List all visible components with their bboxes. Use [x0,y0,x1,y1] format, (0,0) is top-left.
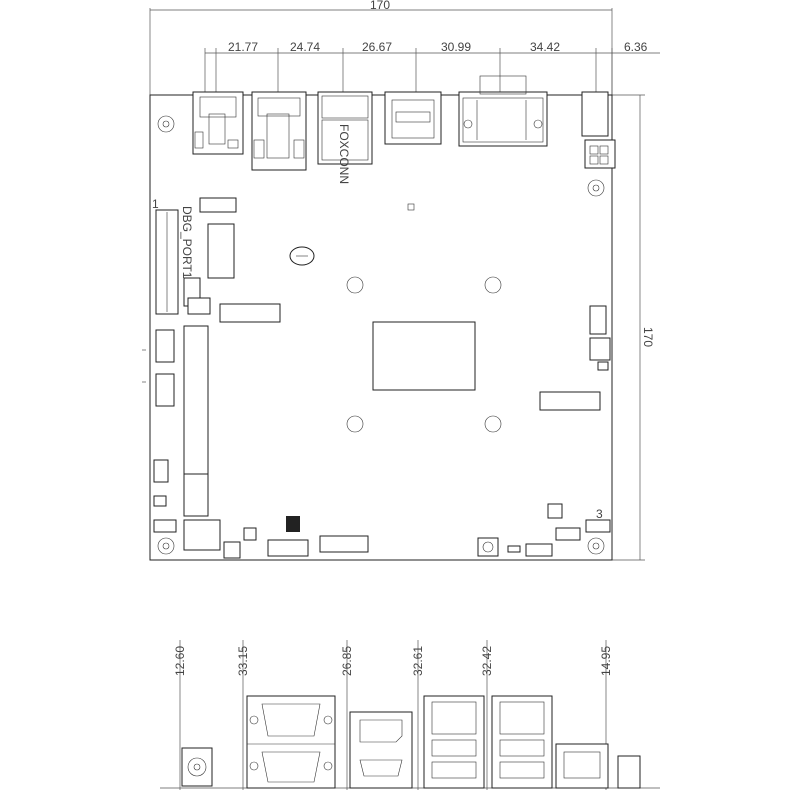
io-lan-usb-2 [491,695,553,789]
heatsink-hole-3 [346,415,364,433]
mount-symbol-br [587,537,605,555]
small-component [407,203,415,211]
spacing-1: 21.77 [228,40,258,54]
io-dc-jack [181,747,213,787]
gpio-long-header [183,325,209,475]
width-label: 170 [370,0,390,12]
small-header-top [199,197,237,213]
power-button [477,537,499,557]
io-com-ports [246,695,336,789]
io-height-1: 12.60 [173,646,187,676]
header-right-2 [589,337,611,361]
front-panel-header [319,535,369,553]
height-dimension: 170 [612,94,655,561]
sata-connector [267,539,309,557]
height-label: 170 [641,327,655,347]
io-right-jack [617,755,641,789]
io-height-5: 32.42 [480,646,494,676]
fan-header-1 [525,543,553,557]
heatsink-hole-2 [484,276,502,294]
spacing-2: 24.74 [290,40,320,54]
hdmi-dp-block: FOXCONN [317,91,373,184]
dbg-port-label: DBG_PORT1 [180,206,194,279]
bottom-chip [286,516,300,532]
fan-header-3 [585,519,611,533]
connector-brand: FOXCONN [337,124,351,184]
m2-socket-horizontal [219,303,281,323]
width-dimension: 170 [149,0,613,95]
bottom-small-connector [243,527,257,541]
io-height-2: 33.15 [236,646,250,676]
m2-socket-vertical [207,223,235,279]
small-headers-left [153,459,221,551]
header-right-3 [597,361,609,371]
side-connectors [142,329,175,407]
mount-symbol-bl [157,537,175,555]
battery-holder [289,246,315,266]
io-lan-usb-1 [423,695,485,789]
dbg-port-header: DBG_PORT1 1 [152,197,194,315]
heatsink-hole-4 [484,415,502,433]
io-height-3: 26.85 [340,646,354,676]
pin-one-label: 1 [152,197,159,211]
heatsink-hole-1 [346,276,364,294]
fan-pin-label: 3 [596,507,603,521]
m2-socket-right [539,391,601,411]
com-ports-top [458,75,548,147]
bottom-right-small [547,503,563,519]
spacing-dimensions: 21.77 24.74 26.67 30.99 34.42 6.36 [204,40,660,100]
spacing-3: 26.67 [362,40,392,54]
spacing-6: 6.36 [624,40,648,54]
io-height-6: 14.95 [599,646,613,676]
mount-symbol-tr [587,179,605,197]
dc-jack-top [581,91,616,169]
bottom-power-header [223,541,241,559]
fan-header-2 [555,527,581,541]
io-height-4: 32.61 [411,646,425,676]
rj45-usb-1 [192,91,244,155]
rj45-usb-2 [251,91,307,171]
header-right-1 [589,305,607,335]
dp-connector [384,91,442,145]
header-3pin-left [187,297,211,315]
spacing-4: 30.99 [441,40,471,54]
io-dp-hdmi [349,711,413,789]
bottom-led [507,545,521,553]
mount-symbol-tl [157,115,175,133]
cpu-package [372,321,476,391]
io-lan-3 [555,743,609,789]
spacing-5: 34.42 [530,40,560,54]
